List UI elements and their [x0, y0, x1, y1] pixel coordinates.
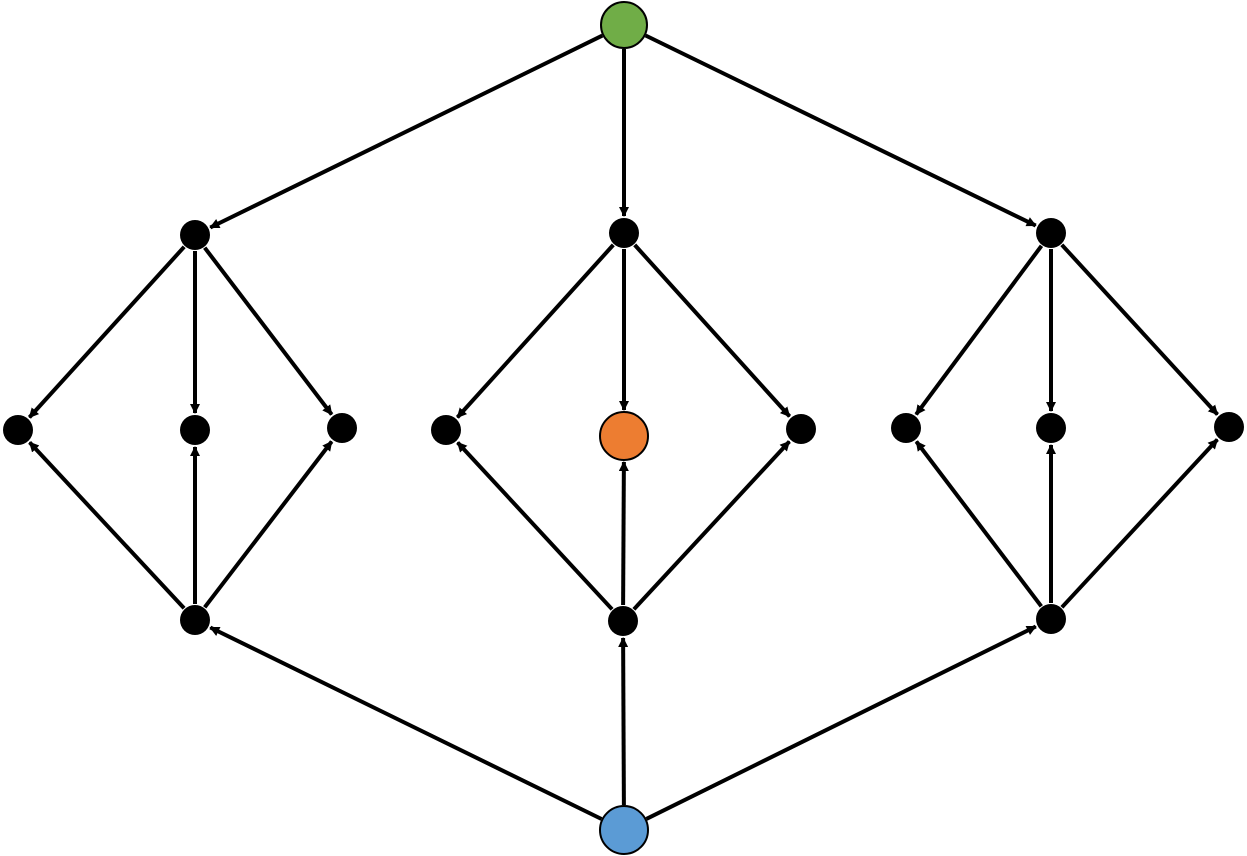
node-right-leaf-3 — [1214, 412, 1244, 442]
node-sink-bottom — [599, 805, 649, 855]
edge-sink-bottom-to-right-lower — [645, 624, 1037, 821]
edge-center-upper-to-center-leaf-1 — [455, 243, 615, 419]
node-layer — [3, 1, 1244, 855]
edge-left-upper-to-left-leaf-3 — [203, 246, 334, 416]
node-left-leaf-3 — [327, 413, 357, 443]
edge-center-lower-to-center-leaf-2 — [618, 461, 629, 606]
edge-left-lower-to-left-leaf-3 — [203, 440, 334, 609]
node-right-upper — [1036, 218, 1066, 248]
node-center-upper — [609, 218, 639, 248]
edge-source-top-to-left-upper — [209, 33, 604, 230]
edge-center-lower-to-center-leaf-1 — [456, 441, 614, 611]
edge-right-lower-to-right-leaf-1 — [914, 440, 1043, 608]
edge-source-top-to-right-upper — [644, 33, 1037, 228]
edge-center-lower-to-center-leaf-3 — [632, 440, 791, 611]
node-left-leaf-1 — [3, 415, 33, 445]
edge-sink-bottom-to-left-lower — [209, 625, 603, 821]
edge-center-upper-to-center-leaf-3 — [633, 243, 792, 418]
node-right-leaf-2 — [1036, 413, 1066, 443]
node-center-leaf-2 — [599, 411, 649, 461]
edge-layer — [27, 33, 1219, 821]
edge-sink-bottom-to-center-lower — [618, 637, 629, 806]
edge-left-lower-to-left-leaf-1 — [28, 441, 186, 610]
edge-right-upper-to-right-leaf-1 — [914, 244, 1044, 416]
node-left-upper — [180, 220, 210, 250]
edge-left-upper-to-left-leaf-1 — [27, 245, 186, 419]
node-left-leaf-2 — [180, 415, 210, 445]
edge-right-upper-to-right-leaf-3 — [1060, 243, 1219, 416]
edge-right-lower-to-right-leaf-3 — [1060, 438, 1219, 609]
node-source-top — [600, 1, 648, 49]
node-center-lower — [608, 606, 638, 636]
node-right-lower — [1036, 604, 1066, 634]
node-right-leaf-1 — [891, 413, 921, 443]
node-center-leaf-3 — [786, 414, 816, 444]
node-center-leaf-1 — [431, 415, 461, 445]
node-left-lower — [180, 605, 210, 635]
